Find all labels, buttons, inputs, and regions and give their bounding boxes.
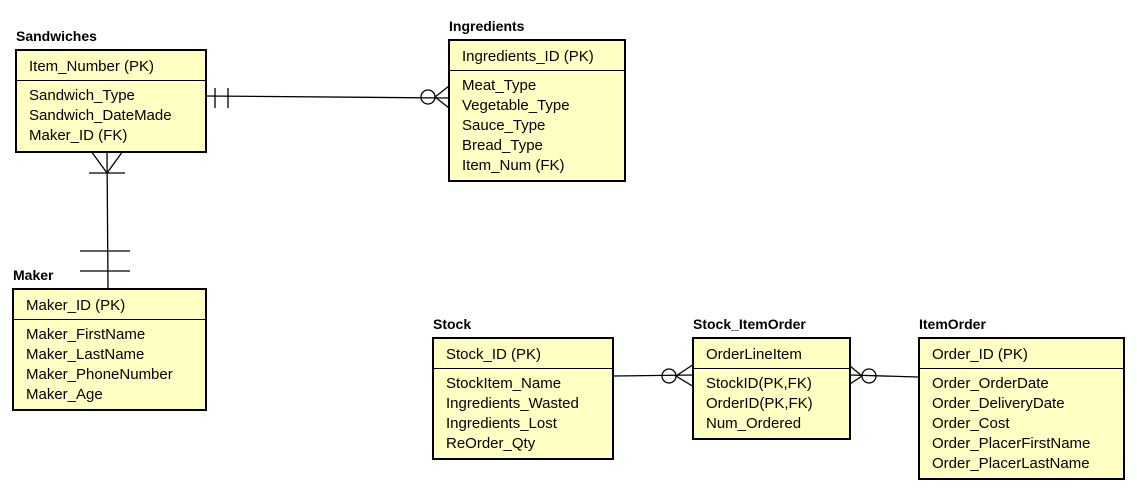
attribute: Maker_ID (FK) (29, 127, 128, 144)
entity-title-stock: Stock (433, 316, 472, 332)
attribute: OrderID(PK,FK) (706, 395, 813, 412)
attribute: Ingredients_Lost (446, 415, 557, 432)
attribute-list: StockItem_Name Ingredients_Wasted Ingred… (434, 369, 612, 456)
crow-foot-upper (849, 365, 863, 377)
attribute: Order_PlacerFirstName (932, 435, 1091, 452)
primary-key: Order_ID (PK) (920, 339, 1123, 369)
entity-title-sandwiches: Sandwiches (16, 28, 97, 44)
crow-foot-left (90, 150, 108, 174)
entity-title-ingredients: Ingredients (449, 18, 525, 34)
entity-ingredients[interactable]: Ingredients_ID (PK) Meat_Type Vegetable_… (448, 39, 626, 182)
attribute: Sandwich_Type (29, 87, 135, 104)
attribute: Order_PlacerLastName (932, 455, 1090, 472)
connector-line (106, 150, 109, 289)
crow-foot-upper (434, 85, 450, 98)
primary-key: OrderLineItem (694, 339, 849, 369)
attribute: Order_DeliveryDate (932, 395, 1065, 412)
attribute: Order_OrderDate (932, 375, 1049, 392)
attribute-list: Maker_FirstName Maker_LastName Maker_Pho… (14, 320, 205, 407)
relationship-stock-stock-itemorder (612, 363, 695, 388)
attribute: Maker_FirstName (26, 326, 146, 343)
primary-key: Stock_ID (PK) (434, 339, 612, 369)
relationship-itemorder-stock-itemorder (849, 365, 919, 385)
attribute: StockItem_Name (446, 375, 562, 392)
attribute: ReOrder_Qty (446, 435, 536, 452)
attribute-list: Order_OrderDate Order_DeliveryDate Order… (920, 369, 1123, 476)
entity-title-stock-itemorder: Stock_ItemOrder (693, 316, 806, 332)
attribute: Maker_PhoneNumber (26, 366, 173, 383)
attribute-list: Sandwich_Type Sandwich_DateMade Maker_ID… (17, 81, 205, 148)
zero-circle (420, 89, 436, 105)
attribute: Num_Ordered (706, 415, 802, 432)
attribute: Vegetable_Type (462, 97, 570, 114)
crow-foot-right (106, 150, 124, 174)
attribute: Meat_Type (462, 77, 537, 94)
entity-stock[interactable]: Stock_ID (PK) StockItem_Name Ingredients… (432, 337, 614, 460)
connector-line (612, 374, 695, 377)
entity-maker[interactable]: Maker_ID (PK) Maker_FirstName Maker_Last… (12, 288, 207, 411)
attribute: Sauce_Type (462, 117, 546, 134)
primary-key: Ingredients_ID (PK) (450, 41, 624, 71)
crow-foot-lower (849, 375, 863, 385)
entity-title-maker: Maker (13, 267, 54, 283)
attribute-list: Meat_Type Vegetable_Type Sauce_Type Brea… (450, 71, 624, 178)
primary-key: Item_Number (PK) (17, 51, 205, 81)
relationship-sandwiches-maker (80, 150, 130, 289)
connector-line (205, 95, 450, 99)
attribute: Ingredients_Wasted (446, 395, 579, 412)
attribute: Order_Cost (932, 415, 1010, 432)
relationship-sandwiches-ingredients (205, 85, 450, 109)
entity-itemorder[interactable]: Order_ID (PK) Order_OrderDate Order_Deli… (918, 337, 1125, 480)
attribute-list: StockID(PK,FK) OrderID(PK,FK) Num_Ordere… (694, 369, 849, 436)
entity-stock-itemorder[interactable]: OrderLineItem StockID(PK,FK) OrderID(PK,… (692, 337, 851, 440)
entity-sandwiches[interactable]: Item_Number (PK) Sandwich_Type Sandwich_… (15, 49, 207, 153)
crow-foot-upper (675, 363, 695, 377)
attribute: Sandwich_DateMade (29, 107, 172, 124)
crow-foot-lower (434, 96, 450, 109)
attribute: Bread_Type (462, 137, 543, 154)
attribute: Maker_Age (26, 386, 103, 403)
attribute: StockID(PK,FK) (706, 375, 812, 392)
primary-key: Maker_ID (PK) (14, 290, 205, 320)
attribute: Item_Num (FK) (462, 157, 565, 174)
crow-foot-lower (675, 375, 695, 388)
entity-title-itemorder: ItemOrder (919, 316, 986, 332)
attribute: Maker_LastName (26, 346, 145, 363)
